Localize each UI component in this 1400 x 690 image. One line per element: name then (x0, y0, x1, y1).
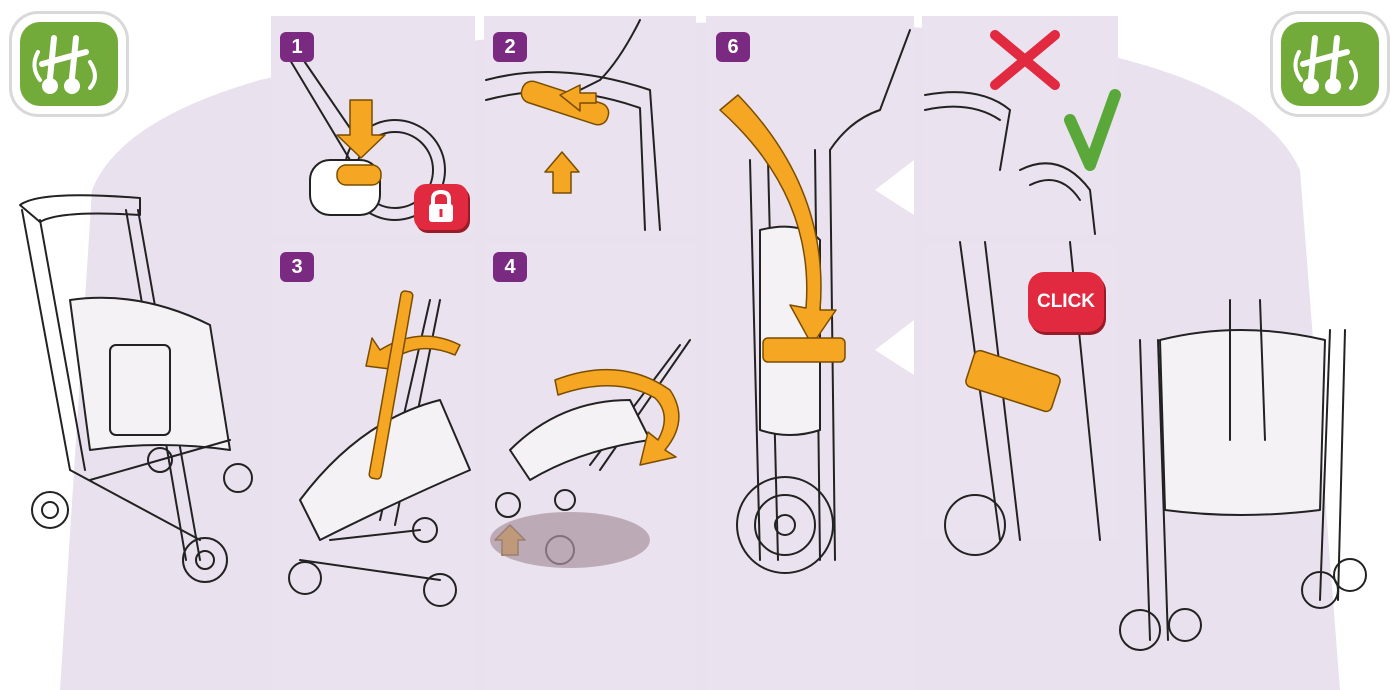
side-lock-click (965, 349, 1061, 413)
fold-over-arrow-icon (554, 368, 680, 466)
push-right-arrow-icon (559, 84, 597, 112)
fold-stroller-logo-icon (1273, 14, 1387, 114)
side-lock-step6 (762, 337, 846, 363)
step-badge-1: 1 (280, 32, 314, 62)
push-down-arrow-icon (336, 99, 386, 159)
stroller-fold-step3-illustration (288, 299, 471, 607)
push-up-arrow-icon (544, 151, 580, 194)
step-badge-2: 2 (493, 32, 527, 62)
green-check-icon (1064, 89, 1121, 171)
padlock-icon (414, 184, 468, 230)
release-button (520, 80, 610, 126)
stroller-folded-illustration (736, 29, 911, 574)
panel-step-4 (484, 242, 696, 690)
lock-pedal (336, 164, 382, 186)
step-badge-6: 6 (716, 32, 750, 62)
fold-down-arrow-icon (719, 94, 837, 346)
stroller-standing-folded-illustration (1119, 299, 1367, 651)
red-x-icon (990, 30, 1060, 90)
click-badge: CLICK (1028, 272, 1104, 332)
rotate-back-arrow-icon (365, 335, 461, 371)
handle-check-illustration (924, 91, 1096, 235)
step-badge-4: 4 (493, 252, 527, 282)
ground-shadow (490, 512, 650, 568)
fold-bar-step3 (368, 290, 414, 480)
step-badge-3: 3 (280, 252, 314, 282)
stroller-open-illustration (19, 194, 253, 583)
fold-stroller-logo-icon (12, 14, 126, 114)
